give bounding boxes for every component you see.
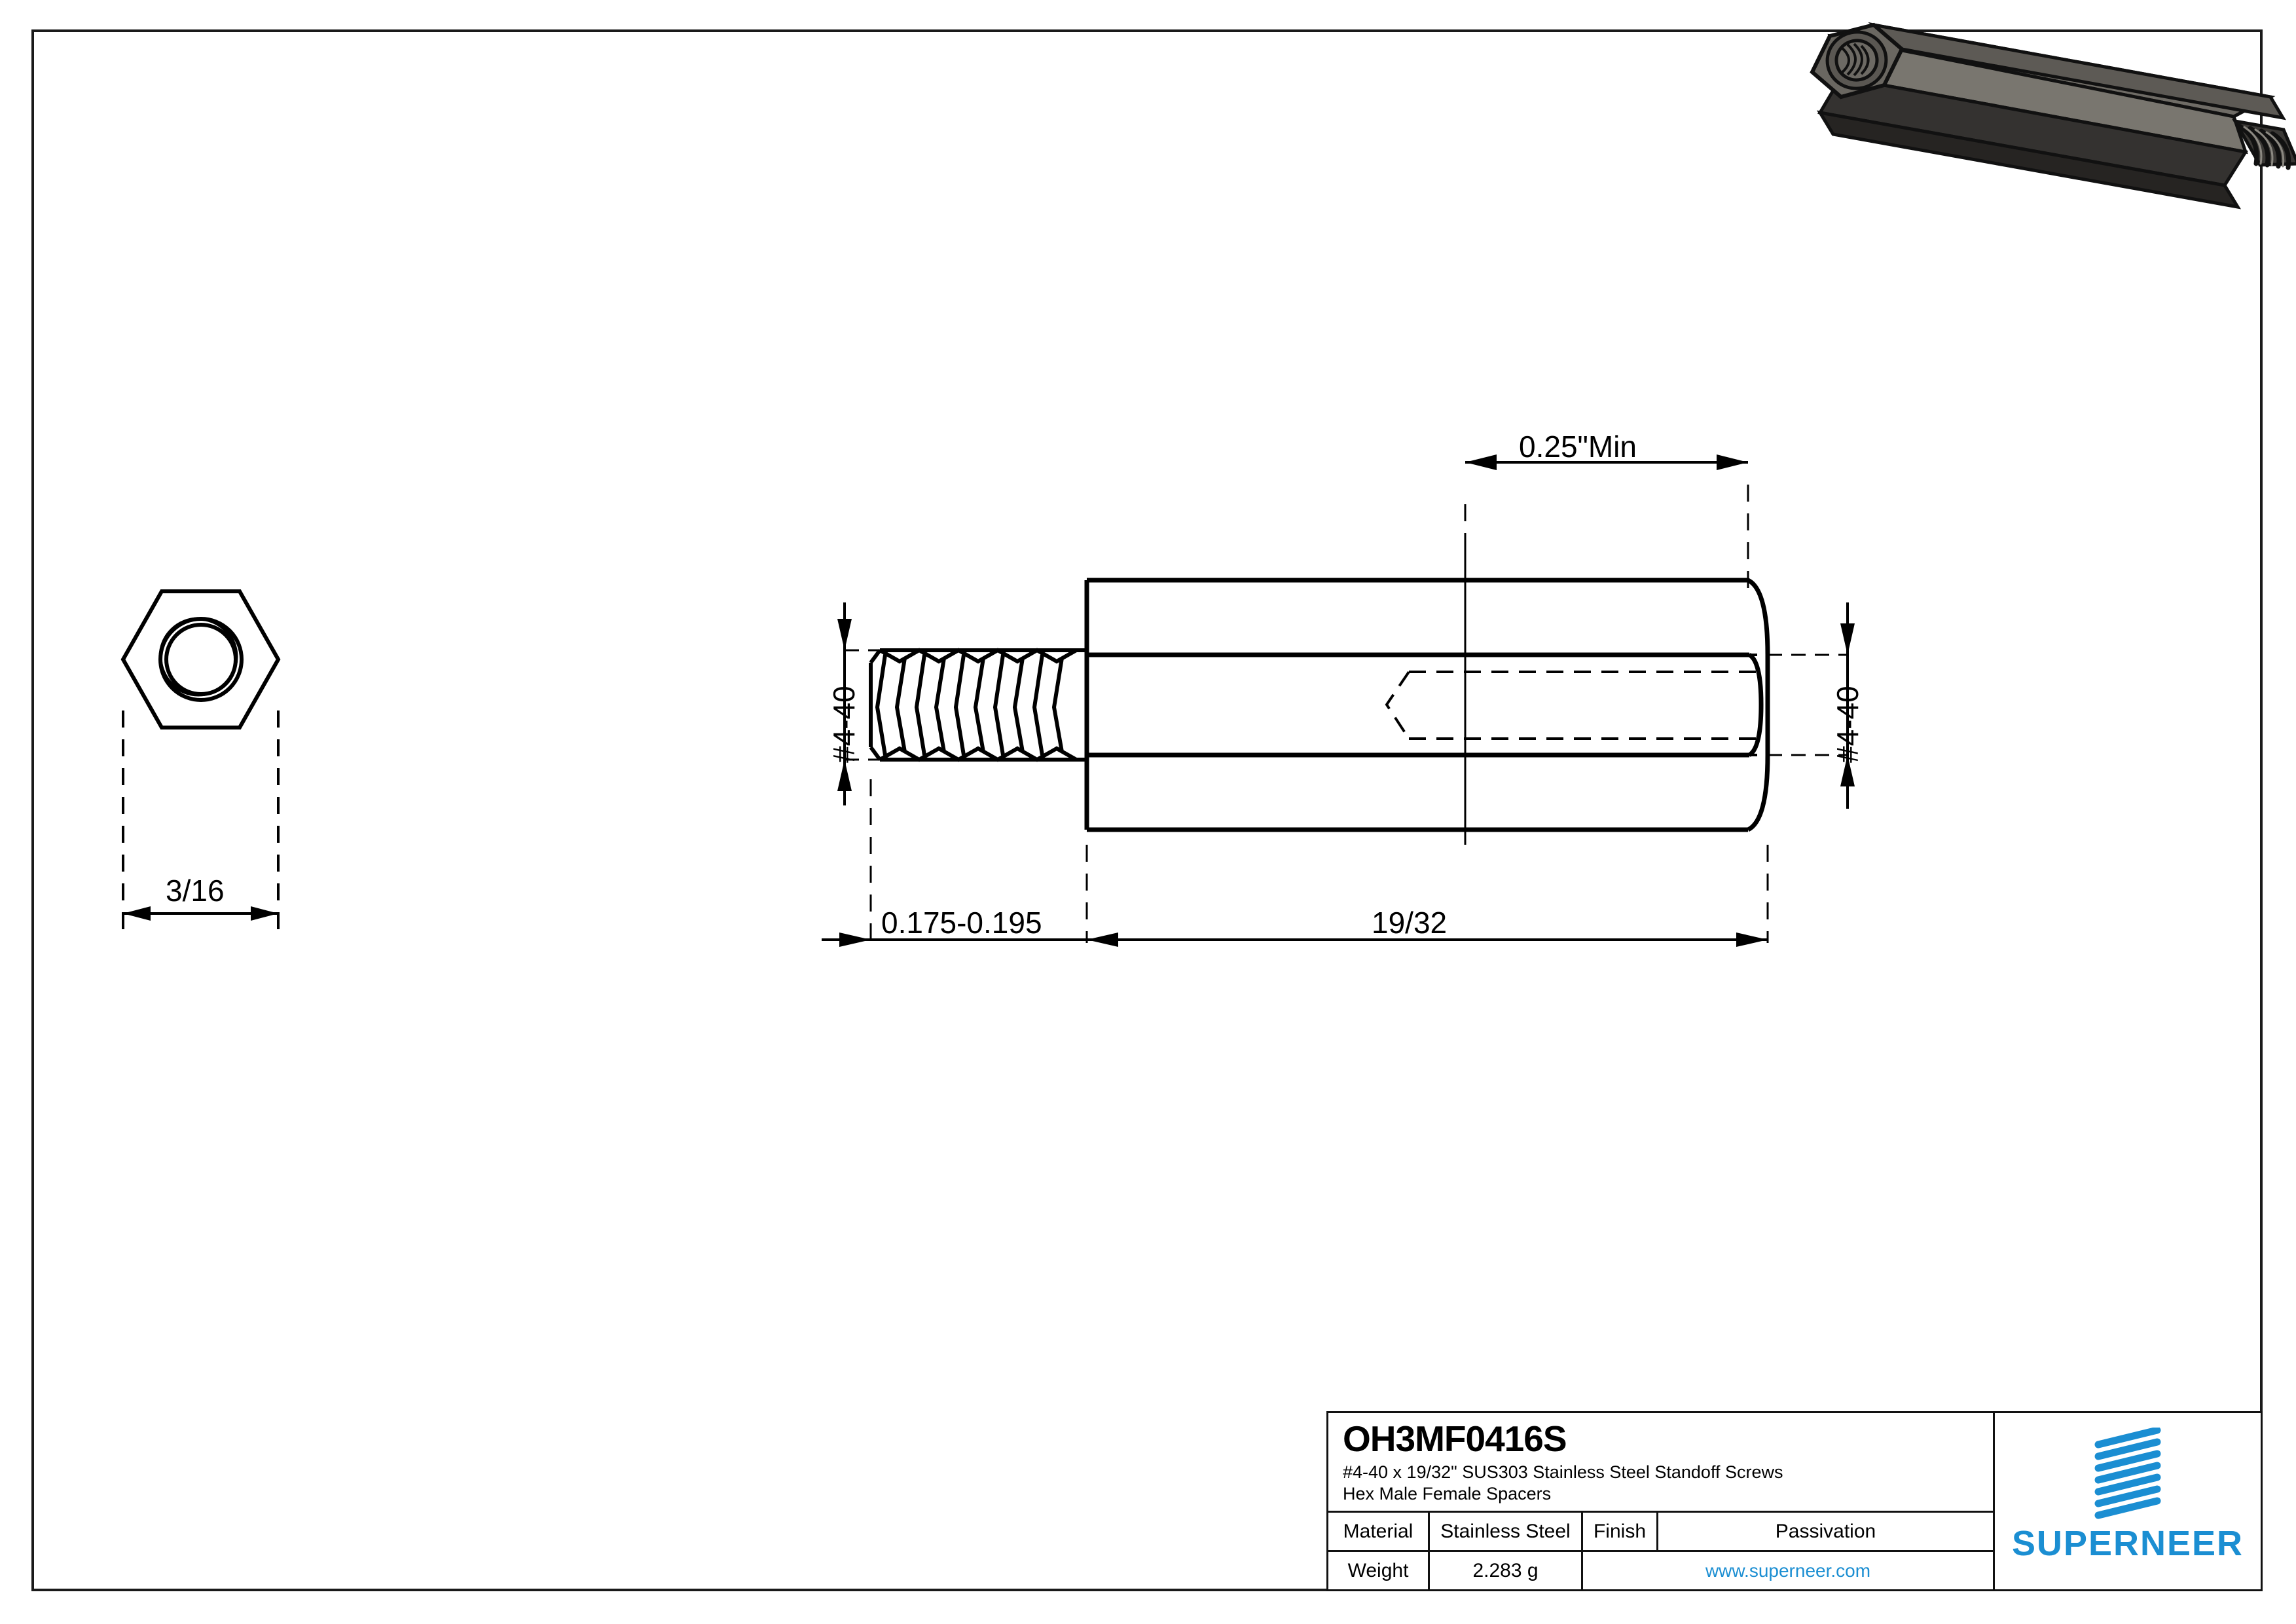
iso-female-thread-bore: [1834, 39, 1879, 82]
internal-thread-hidden-lines: [1385, 654, 1768, 756]
material-finish-row: Material Stainless Steel Finish Passivat…: [1328, 1513, 1993, 1552]
title-block-left: OH3MF0416S #4-40 x 19/32" SUS303 Stainle…: [1328, 1413, 1995, 1589]
part-number: OH3MF0416S: [1343, 1418, 1567, 1459]
hex-body-outline: [1084, 578, 1770, 832]
dimension-label-female-thread: #4-40: [1831, 686, 1865, 763]
male-thread-dimension: [837, 602, 880, 805]
thread-pitch-circle: [158, 617, 238, 697]
male-thread-profile: [869, 648, 1087, 762]
dimension-label-body-length: 19/32: [1372, 906, 1448, 940]
material-label: Material: [1328, 1513, 1430, 1550]
hex-end-view: [120, 589, 281, 930]
website-link[interactable]: www.superneer.com: [1705, 1560, 1871, 1581]
female-thread-dimension: [1768, 602, 1855, 809]
part-description-line2: Hex Male Female Spacers: [1343, 1484, 1552, 1504]
hexagon-outline: [120, 589, 281, 729]
finish-label: Finish: [1583, 1513, 1658, 1550]
iso-face-bottom: [1816, 110, 2242, 210]
dimension-label-thread-depth: 0.25"Min: [1519, 430, 1637, 464]
part-description-line1: #4-40 x 19/32" SUS303 Stainless Steel St…: [1343, 1462, 1783, 1482]
title-block-header: OH3MF0416S #4-40 x 19/32" SUS303 Stainle…: [1328, 1413, 1993, 1513]
brand-panel: SUPERNEER: [1995, 1413, 2261, 1589]
finish-value: Passivation: [1775, 1520, 1876, 1542]
arrowhead-left: [123, 906, 151, 921]
dimension-label-across-flats: 3/16: [166, 874, 225, 908]
superneer-logo-icon: [2094, 1428, 2161, 1519]
iso-standoff-render: [1810, 22, 2296, 210]
bottom-dimensions: [822, 779, 1769, 947]
material-value: Stainless Steel: [1430, 1513, 1583, 1550]
dimension-label-male-thread: #4-40: [827, 686, 861, 763]
iso-female-thread-arcs: [1840, 43, 1870, 77]
arrowhead-right: [251, 906, 278, 921]
title-block: OH3MF0416S #4-40 x 19/32" SUS303 Stainle…: [1326, 1411, 2263, 1591]
weight-label: Weight: [1328, 1552, 1430, 1589]
drawing-frame-border: [31, 29, 2263, 1591]
brand-name: SUPERNEER: [2011, 1524, 2244, 1563]
website-cell[interactable]: www.superneer.com: [1583, 1552, 1993, 1589]
weight-website-row: Weight 2.283 g www.superneer.com: [1328, 1552, 1993, 1589]
dimension-label-male-thread-length: 0.175-0.195: [881, 906, 1042, 940]
weight-value: 2.283 g: [1430, 1552, 1583, 1589]
standoff-side-view: [822, 454, 1855, 947]
iso-male-thread: [2232, 119, 2296, 170]
thread-depth-dimension: [1464, 454, 1749, 655]
